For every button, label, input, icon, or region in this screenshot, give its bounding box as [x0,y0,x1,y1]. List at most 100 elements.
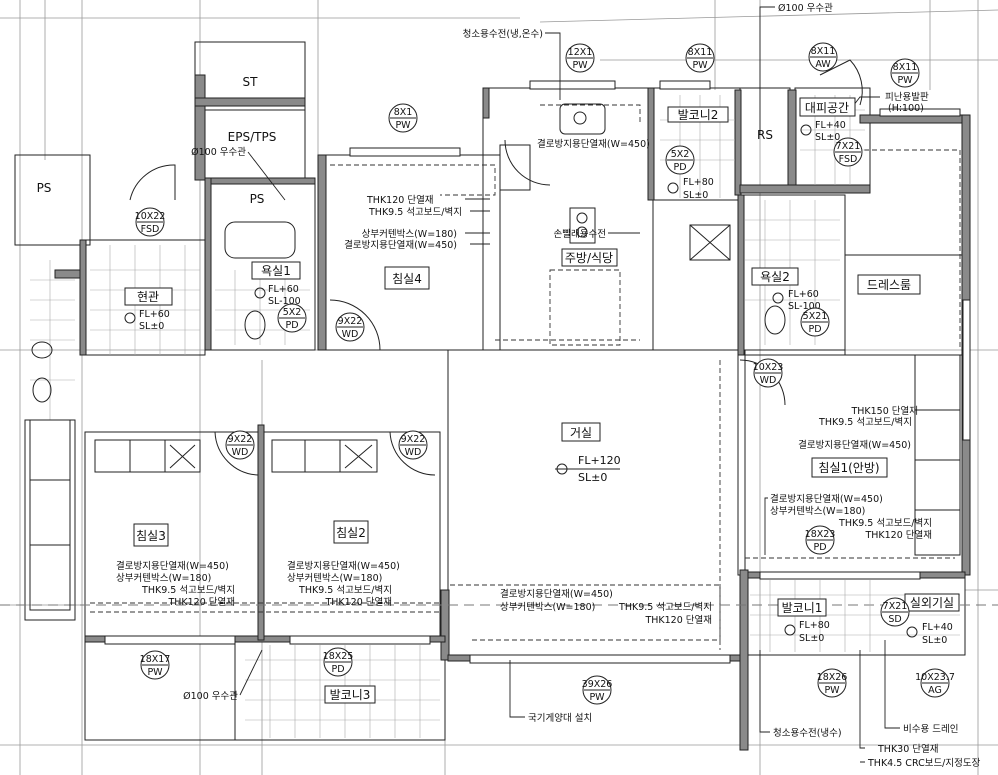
room-entrance: 현관 [137,290,159,304]
door-tag-type: PD [673,162,686,173]
door-tag-size: 12X1 [568,47,593,58]
door-tag-type: PD [813,542,826,553]
sl: SL±0 [922,635,947,646]
room-eps: EPS/TPS [228,130,277,144]
note: 비수용 드레인 [903,724,958,735]
room-living: 거실 [570,426,592,440]
note: Ø100 우수관 [183,691,238,702]
note: THK9.5 석고보드/벽지 [298,585,392,596]
room-balcony2: 발코니2 [678,108,719,122]
door-tag-type: PW [589,692,605,703]
note: 결로방지용단열재(W=450) [798,440,911,451]
level-living: FL+120 SL±0 [555,454,621,484]
note: 결로방지용단열재(W=450) [537,139,650,150]
door-tag-size: 10X23.7 [915,672,955,683]
door-tag-size: 8X11 [688,47,713,58]
room-dressroom: 드레스룸 [867,278,911,292]
door-tag-size: 9X22 [228,434,253,445]
door-tag-size: 18X25 [323,651,354,662]
door-tag-size: 5X21 [803,311,828,322]
note: Ø100 우수관 [191,147,246,158]
fl: FL+60 [788,289,819,300]
door-tag-size: 5X2 [283,307,302,318]
stove-icon [569,207,596,244]
sl: SL±0 [799,633,824,644]
door-tag: 10X23.7AG [915,668,955,698]
fl: FL+40 [922,622,953,633]
floor-drain-icon [124,312,136,324]
door-tag-type: PD [808,324,821,335]
door-tag-type: AG [928,685,942,696]
note: 손빨래용수전 [554,229,606,240]
sl: SL±0 [683,190,708,201]
room-st: ST [243,75,259,89]
door-tag-type: WD [232,447,249,458]
door-tag-size: 9X22 [401,434,426,445]
note: THK120 단열재 [366,195,434,206]
door-tag-size: 18X17 [140,654,171,665]
note: THK9.5 석고보드/벽지 [818,417,912,428]
door-tag-type: WD [405,447,422,458]
note: THK120 단열재 [644,615,712,626]
note: THK120 단열재 [864,530,932,541]
note: 청소용수전(냉수) [773,728,842,739]
room-outdoor-unit: 실외기실 [910,596,954,610]
dashed-lines [0,104,998,650]
toilet-icon [32,377,52,403]
note: Ø100 우수관 [778,3,833,14]
room-bath2: 욕실2 [760,270,790,284]
note: 결로방지용단열재(W=450) [116,561,229,572]
door-tag-type: WD [342,329,359,340]
floor-drain-icon [667,182,679,194]
note: (H:100) [888,103,924,114]
door-tag-size: 7X21 [836,141,861,152]
room-balcony1: 발코니1 [782,601,823,615]
room-evac: 대피공간 [805,101,849,115]
fl: FL+80 [799,620,830,631]
door-tag-type: FSD [839,154,858,165]
fl: FL+80 [683,177,714,188]
door-tag-size: 39X26 [582,679,613,690]
note: 상부커텐박스(W=180) [770,506,865,517]
door-tag-type: PW [572,60,588,71]
note: 결로방지용단열재(W=450) [770,494,883,505]
floor-drain-icon [772,292,784,304]
toilet-icon [764,305,786,335]
sl: SL±0 [578,471,607,484]
toilet-icon [244,310,266,340]
sl: SL±0 [815,132,840,143]
windows [104,80,971,664]
note: 국기게양대 설치 [528,712,592,724]
door-tag-size: 8X11 [811,46,836,57]
fl: FL+40 [815,120,846,131]
door-tag-size: 10X22 [135,211,166,222]
note: THK9.5 석고보드/벽지 [141,585,235,596]
room-ps-bath: PS [250,192,265,206]
note: 상부커텐박스(W=180) [287,573,382,584]
door-tag-type: PW [395,120,411,131]
door-tag-type: PW [147,667,163,678]
door-tag-type: PD [285,320,298,331]
door-tag-size: 7X21 [883,601,908,612]
note: 상부커텐박스(W=180) [362,229,457,240]
level-balcony1: FL+80 SL±0 [784,620,830,644]
room-bath1: 욕실1 [261,264,291,278]
floor-levels: FL+60 SL-100 FL+60 SL±0 FL+80 SL±0 FL+40… [124,120,953,646]
room-bedroom4: 침실4 [392,272,422,286]
leader-lines [239,6,900,763]
floor-drain-icon [254,287,266,299]
